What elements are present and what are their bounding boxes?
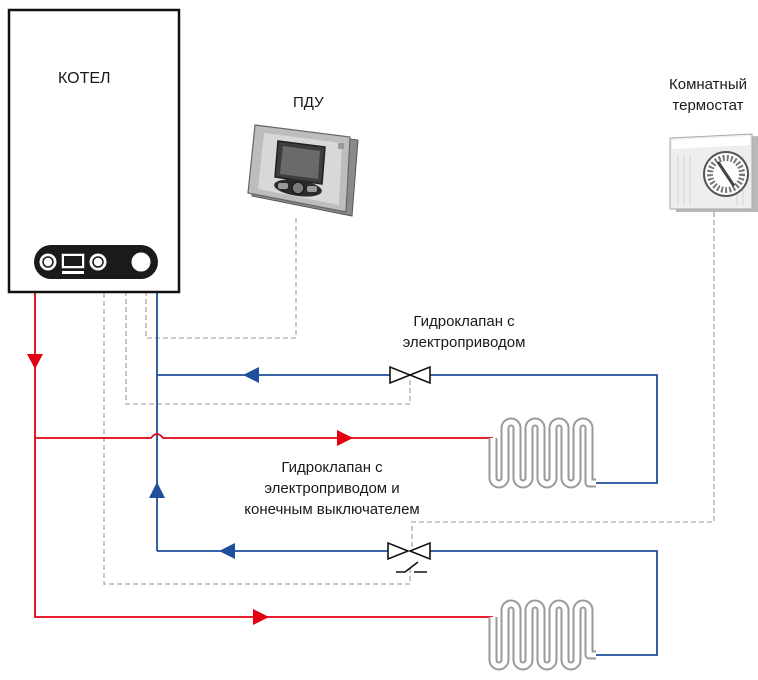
radiator-upper-icon bbox=[488, 417, 596, 489]
boiler-icon bbox=[7, 8, 181, 294]
thermostat-label-line1: Комнатный bbox=[668, 76, 747, 93]
valve2-label-line3: конечным выключателем bbox=[244, 501, 420, 518]
supply-pipe-main bbox=[34, 292, 493, 618]
valve1-label: Гидроклапан с электроприводом bbox=[384, 311, 544, 353]
remote-label: ПДУ bbox=[293, 94, 324, 111]
thermostat-cable bbox=[411, 212, 715, 548]
thermostat-label: Комнатный термостат bbox=[662, 74, 754, 116]
return-arrow-left-upper bbox=[243, 367, 259, 383]
flow-arrows bbox=[27, 354, 353, 625]
return-pipe-upper-right bbox=[430, 374, 658, 484]
return-pipes bbox=[156, 292, 658, 656]
return-arrow-up bbox=[149, 482, 165, 498]
boiler-label: КОТЕЛ bbox=[58, 70, 111, 87]
valve1-label-line2: электроприводом bbox=[402, 334, 526, 351]
valve2-label-line2: электроприводом и bbox=[264, 480, 400, 497]
valve1-label-line1: Гидроклапан с bbox=[413, 313, 515, 330]
valve1-cable bbox=[125, 292, 411, 405]
thermostat-label-line2: термостат bbox=[672, 97, 744, 114]
supply-arrow-right-lower bbox=[253, 609, 269, 625]
boiler-knob-center bbox=[86, 250, 110, 274]
remote-control-panel-icon bbox=[247, 124, 359, 217]
radiator-lower-icon bbox=[488, 599, 596, 671]
remote-cable bbox=[145, 218, 297, 339]
room-thermostat-icon bbox=[669, 133, 758, 212]
return-arrow-left-lower bbox=[219, 543, 235, 559]
supply-pipe-upper bbox=[35, 433, 493, 439]
supply-pipes bbox=[34, 292, 493, 618]
motorized-valve-icon bbox=[389, 365, 431, 385]
boiler-knob-right bbox=[128, 249, 154, 275]
valve2-label-line1: Гидроклапан с bbox=[281, 459, 383, 476]
supply-arrow-down bbox=[27, 354, 43, 369]
valve2-label: Гидроклапан с электроприводом и конечным… bbox=[232, 457, 432, 520]
boiler-knob-left bbox=[36, 250, 60, 274]
return-pipe-lower-right bbox=[430, 550, 658, 656]
motorized-valve-limit-switch-icon bbox=[387, 541, 431, 573]
control-wiring bbox=[103, 212, 715, 585]
supply-arrow-right-upper bbox=[337, 430, 353, 446]
